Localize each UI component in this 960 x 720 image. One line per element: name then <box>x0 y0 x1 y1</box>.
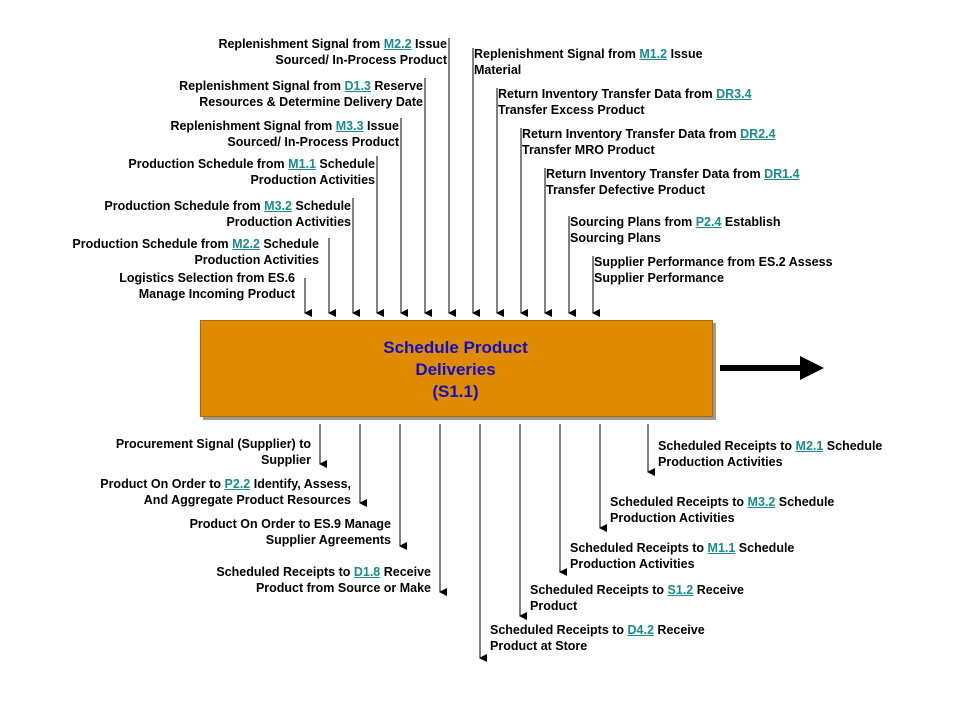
input-link[interactable]: M1.1 <box>288 157 316 171</box>
input-link[interactable]: M2.2 <box>232 237 260 251</box>
input-link[interactable]: M3.2 <box>264 199 292 213</box>
output-label: Product On Order to P2.2 Identify, Asses… <box>100 477 351 507</box>
output-label: Scheduled Receipts to M1.1 Schedule Prod… <box>570 541 795 571</box>
process-title-line-2: Deliveries <box>415 360 496 379</box>
input-link[interactable]: DR1.4 <box>764 167 800 181</box>
input-label: Sourcing Plans from P2.4 Establish Sourc… <box>570 215 781 245</box>
arrow-group <box>304 38 655 662</box>
output-link[interactable]: M3.2 <box>747 495 776 509</box>
output-label: Scheduled Receipts to D4.2 Receive Produ… <box>490 623 705 653</box>
input-label: Replenishment Signal from D1.3 Reserve R… <box>179 79 423 109</box>
output-main-arrow-head <box>800 356 824 380</box>
process-title-line-3: (S1.1) <box>432 382 479 401</box>
input-label: Logistics Selection from ES.6 Manage Inc… <box>119 271 295 301</box>
output-label: Product On Order to ES.9 Manage Supplier… <box>189 517 391 547</box>
input-link[interactable]: M2.2 <box>383 37 412 51</box>
output-link[interactable]: D4.2 <box>627 623 654 637</box>
input-link[interactable]: D1.3 <box>344 79 371 93</box>
input-label: Production Schedule from M3.2 Schedule P… <box>104 199 351 229</box>
input-link[interactable]: M3.3 <box>335 119 364 133</box>
output-link[interactable]: M2.1 <box>795 439 824 453</box>
input-link[interactable]: P2.4 <box>695 215 722 229</box>
output-link[interactable]: M1.1 <box>707 541 736 555</box>
input-link[interactable]: DR2.4 <box>740 127 776 141</box>
input-label: Replenishment Signal from M3.3 Issue Sou… <box>170 119 399 149</box>
output-label: Scheduled Receipts to M3.2 Schedule Prod… <box>610 495 835 525</box>
process-box <box>200 320 713 417</box>
input-label: Production Schedule from M1.1 Schedule P… <box>128 157 375 187</box>
output-label: Scheduled Receipts to D1.8 Receive Produ… <box>216 565 431 595</box>
output-link[interactable]: S1.2 <box>667 583 694 597</box>
output-label: Procurement Signal (Supplier) to Supplie… <box>115 437 311 467</box>
input-label: Return Inventory Transfer Data from DR3.… <box>498 87 752 117</box>
input-label: Return Inventory Transfer Data from DR2.… <box>522 127 776 157</box>
input-label: Replenishment Signal from M1.2 Issue Mat… <box>474 47 703 77</box>
output-label: Scheduled Receipts to M2.1 Schedule Prod… <box>658 439 883 469</box>
process-title: Schedule Product Deliveries (S1.1) <box>200 337 711 403</box>
output-label: Scheduled Receipts to S1.2 Receive Produ… <box>530 583 744 613</box>
input-link[interactable]: DR3.4 <box>716 87 752 101</box>
input-link[interactable]: M1.2 <box>639 47 668 61</box>
input-label: Return Inventory Transfer Data from DR1.… <box>546 167 800 197</box>
output-link[interactable]: D1.8 <box>353 565 381 579</box>
process-title-line-1: Schedule Product <box>383 338 528 357</box>
output-link[interactable]: P2.2 <box>224 477 251 491</box>
input-label: Supplier Performance from ES.2 Assess Su… <box>594 255 833 285</box>
input-label: Production Schedule from M2.2 Schedule P… <box>72 237 319 267</box>
input-label: Replenishment Signal from M2.2 Issue Sou… <box>218 37 447 67</box>
